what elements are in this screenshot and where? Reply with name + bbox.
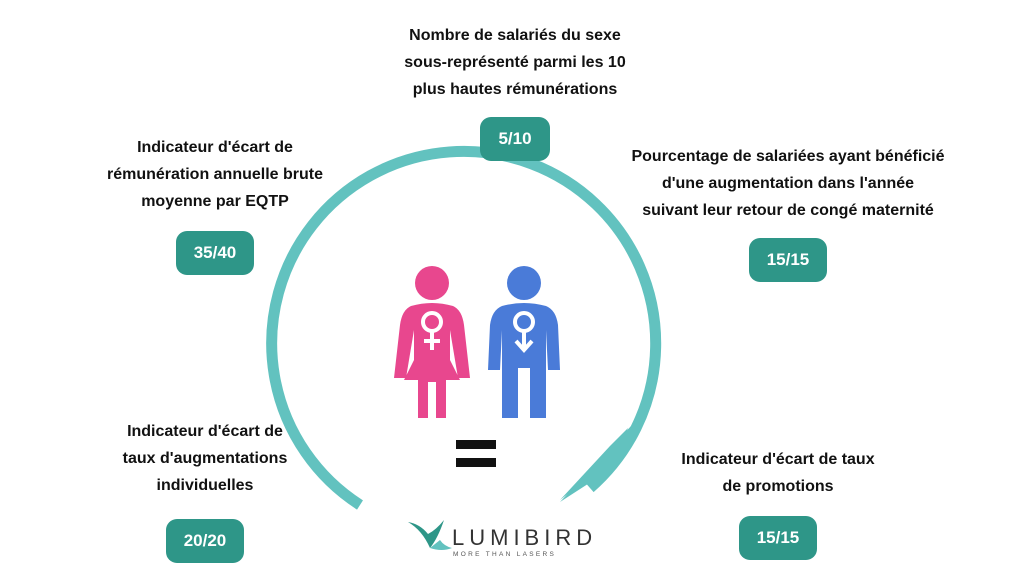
score-badge: 5/10	[480, 117, 550, 161]
score-badge: 35/40	[175, 231, 255, 275]
score-badge: 20/20	[165, 519, 245, 563]
indicator-raise-rate-gap: Indicateur d'écart de taux d'augmentatio…	[95, 418, 315, 563]
female-symbol-icon	[421, 311, 443, 350]
indicator-pay-gap: Indicateur d'écart de rémunération annue…	[90, 134, 340, 275]
male-figure-icon	[488, 266, 560, 418]
indicator-label: Indicateur d'écart de taux	[681, 451, 875, 468]
indicator-maternity-raise: Pourcentage de salariées ayant bénéficié…	[608, 143, 968, 282]
male-symbol-icon	[513, 311, 535, 354]
indicator-label: Indicateur d'écart de	[137, 139, 293, 156]
logo-name: LUMIBIRD	[452, 525, 597, 550]
circular-arrow-head-base	[560, 425, 632, 502]
indicator-label: suivant leur retour de congé maternité	[642, 202, 934, 219]
indicator-label: Pourcentage de salariées ayant bénéficié	[631, 148, 945, 165]
circular-arrow	[266, 145, 662, 510]
circular-arrow-head	[560, 428, 628, 500]
score-badge: 15/15	[738, 516, 818, 560]
indicator-promotion-rate-gap: Indicateur d'écart de taux de promotions…	[648, 446, 908, 560]
female-figure-icon	[394, 266, 470, 418]
indicator-label: de promotions	[722, 478, 834, 495]
indicator-label: individuelles	[156, 477, 254, 494]
indicator-label: d'une augmentation dans l'année	[661, 175, 915, 192]
indicator-label: Nombre de salariés du sexe	[409, 27, 621, 44]
indicator-label: sous-représenté parmi les 10	[404, 54, 626, 71]
indicator-label: taux d'augmentations	[122, 450, 288, 467]
logo-tagline: MORE THAN LASERS	[453, 551, 556, 558]
equals-icon	[456, 440, 496, 467]
indicator-label: Indicateur d'écart de	[127, 423, 283, 440]
score-badge: 15/15	[748, 238, 828, 282]
lumibird-bird-icon	[408, 520, 452, 550]
indicator-label: moyenne par EQTP	[141, 193, 289, 210]
indicator-top-highest-salaries: Nombre de salariés du sexe sous-représen…	[340, 22, 690, 161]
indicator-label: rémunération annuelle brute	[106, 166, 324, 183]
indicator-label: plus hautes rémunérations	[412, 81, 618, 98]
